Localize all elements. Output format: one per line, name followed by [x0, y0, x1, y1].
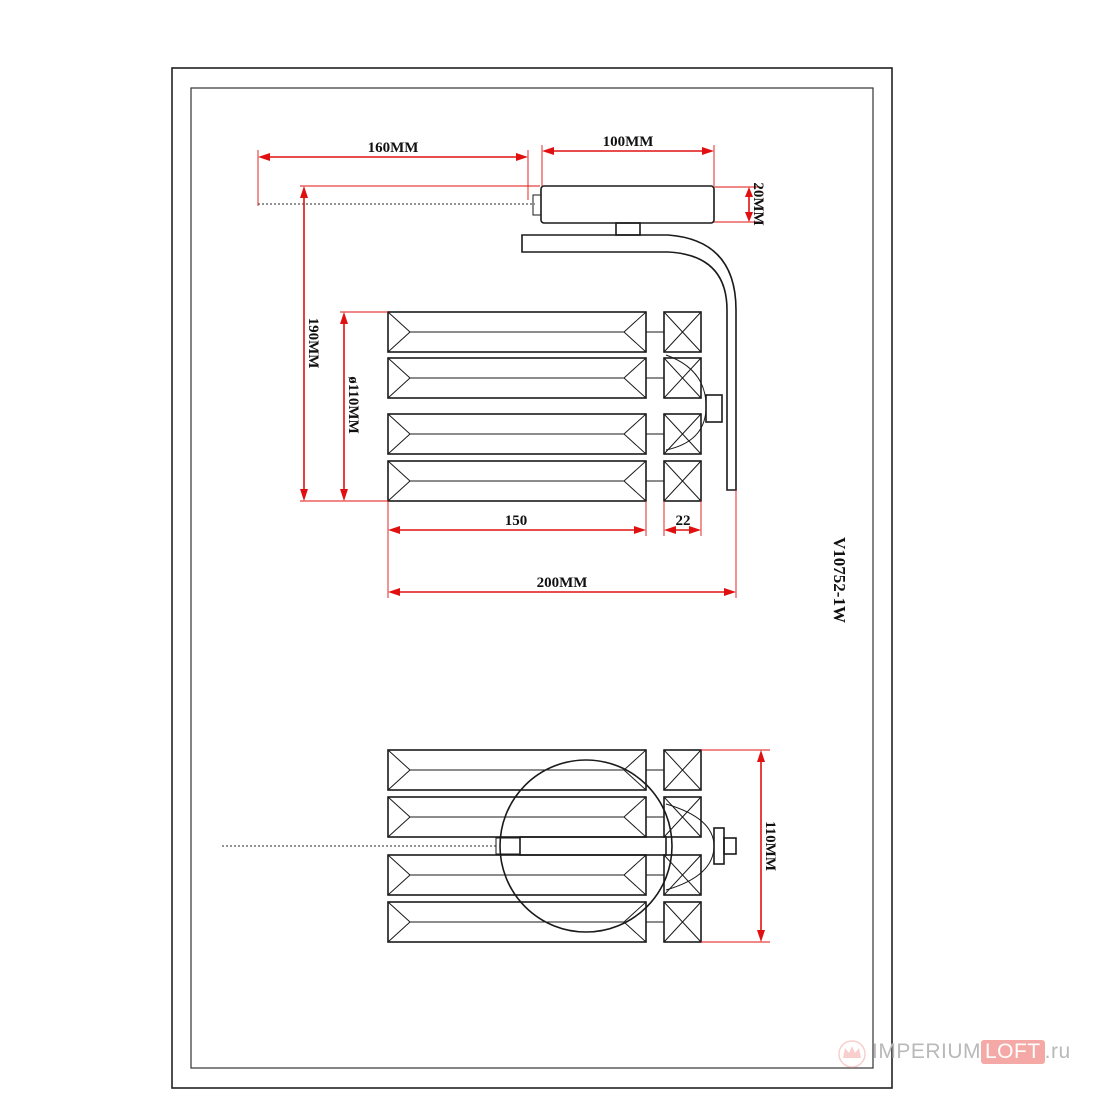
crystal-block — [663, 311, 702, 353]
holder-plate — [705, 394, 723, 423]
front-crystal-block — [663, 901, 702, 943]
front-crystal-block — [663, 796, 702, 838]
front-stub — [723, 837, 737, 855]
holder-dome — [665, 354, 707, 451]
crystal-block — [663, 460, 702, 502]
diameter-label: ø110MM — [345, 376, 361, 434]
dimension-chain: 160MM — [257, 140, 529, 206]
outer-frame — [171, 67, 893, 1089]
dimension-front-height: 110MM — [701, 749, 778, 943]
front-view: 110MM — [222, 749, 778, 943]
front-crystal-block — [663, 749, 702, 791]
crystal-bar — [387, 357, 664, 399]
front-crystal-bar — [387, 796, 664, 838]
height-label: 190MM — [305, 318, 321, 369]
watermark-part-c: .ru — [1044, 1040, 1071, 1063]
backplate-depth-label: 20MM — [750, 182, 766, 225]
front-height-label: 110MM — [762, 821, 778, 871]
crystal-length-label: 150 — [505, 513, 528, 529]
crystal-block — [663, 357, 702, 399]
backplate-width-label: 100MM — [603, 134, 654, 150]
front-crystal-bar — [387, 854, 664, 896]
side-view: 160MM 100MM 20MM 190MM — [257, 134, 766, 598]
crystal-bar — [387, 413, 664, 455]
model-number: V10752-1W — [830, 537, 849, 623]
backplate — [540, 185, 715, 224]
arm — [521, 234, 737, 491]
block-width-label: 22 — [676, 513, 691, 529]
crown-logo — [838, 1040, 866, 1068]
crystal-bar — [387, 460, 664, 502]
watermark-part-b: LOFT — [981, 1040, 1045, 1064]
dimension-backplate-width: 100MM — [541, 134, 715, 186]
crystal-bar — [387, 311, 664, 353]
total-length-label: 200MM — [537, 575, 588, 591]
dimension-backplate-depth: 20MM — [714, 182, 766, 226]
front-crystal-block — [663, 854, 702, 896]
switch — [532, 194, 542, 216]
front-holder — [713, 827, 725, 865]
crystal-block — [663, 413, 702, 455]
dimension-total-length: 200MM — [388, 490, 737, 598]
round-backplate — [499, 759, 673, 933]
watermark-part-a: IMPERIUM — [872, 1040, 981, 1063]
chain-length-label: 160MM — [368, 140, 419, 156]
front-dome — [665, 803, 715, 891]
front-crystal-bar — [387, 749, 664, 791]
dimension-diameter: ø110MM — [340, 311, 388, 501]
dimension-block-width: 22 — [663, 501, 702, 536]
mount-stub — [615, 222, 641, 236]
front-crystal-bar — [387, 901, 664, 943]
dimension-crystal-length: 150 — [387, 501, 647, 598]
inner-frame — [190, 87, 874, 1069]
front-arm — [519, 836, 667, 856]
